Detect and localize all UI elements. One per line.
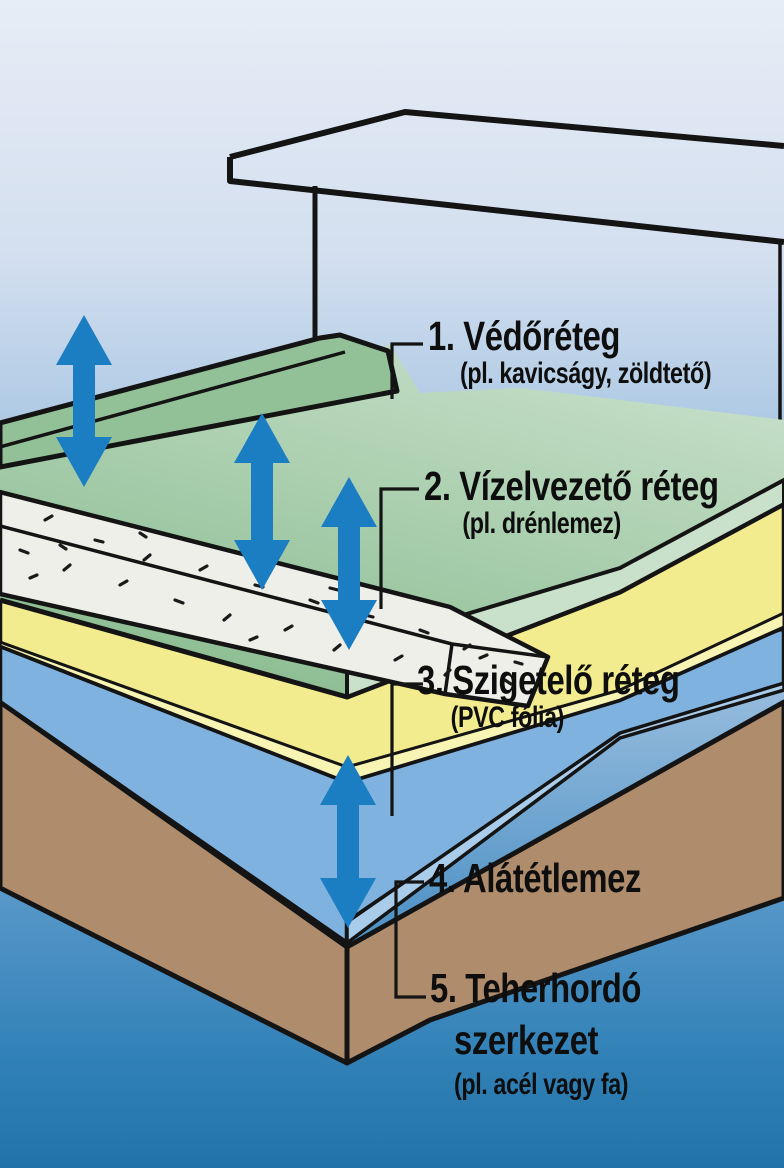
- label-1-sub: (pl. kavicságy, zöldtető): [460, 357, 712, 391]
- movement-arrow-1: [56, 315, 112, 487]
- leader-line-3: [390, 682, 423, 816]
- label-5-title-2: szerkezet: [454, 1017, 599, 1064]
- roof-canopy-outline: [227, 109, 784, 245]
- underlay-edge-band: [345, 681, 784, 945]
- concrete-speckles: [18, 514, 524, 686]
- label-2: 2. Vízelvezető réteg (pl. drénlemez): [424, 464, 719, 541]
- insulation-edge-band: [0, 611, 784, 784]
- label-3-title: 3. Szigetelő réteg: [417, 657, 680, 703]
- label-5-sub: (pl. acél vagy fa): [454, 1067, 629, 1101]
- parapet-upstand-top-edge: [0, 350, 346, 449]
- structure-layer-brown: [0, 699, 784, 1066]
- leader-line-4-5: [394, 880, 426, 999]
- label-3-sub: (PVC fólia): [450, 701, 565, 735]
- movement-arrow-3: [321, 477, 377, 650]
- movement-arrow-4: [320, 755, 376, 928]
- label-5: 5. Teherhordó szerkezet (pl. acél vagy f…: [430, 966, 641, 1101]
- movement-arrow-2: [234, 413, 290, 590]
- leader-line-1: [390, 342, 423, 399]
- label-4: 4. Alátétlemez: [429, 855, 641, 901]
- label-1-title: 1. Védőréteg: [428, 313, 621, 359]
- label-5-title: 5. Teherhordó: [430, 965, 642, 1011]
- concrete-curb: [0, 489, 551, 709]
- label-2-sub: (pl. drénlemez): [462, 507, 621, 541]
- parapet-upstand: [0, 332, 400, 470]
- label-3: 3. Szigetelő réteg (PVC fólia): [417, 658, 680, 735]
- label-2-title: 2. Vízelvezető réteg: [424, 463, 719, 509]
- leader-line-2: [379, 487, 419, 609]
- label-1: 1. Védőréteg (pl. kavicságy, zöldtető): [428, 314, 719, 391]
- label-4-title: 4. Alátétlemez: [429, 855, 641, 901]
